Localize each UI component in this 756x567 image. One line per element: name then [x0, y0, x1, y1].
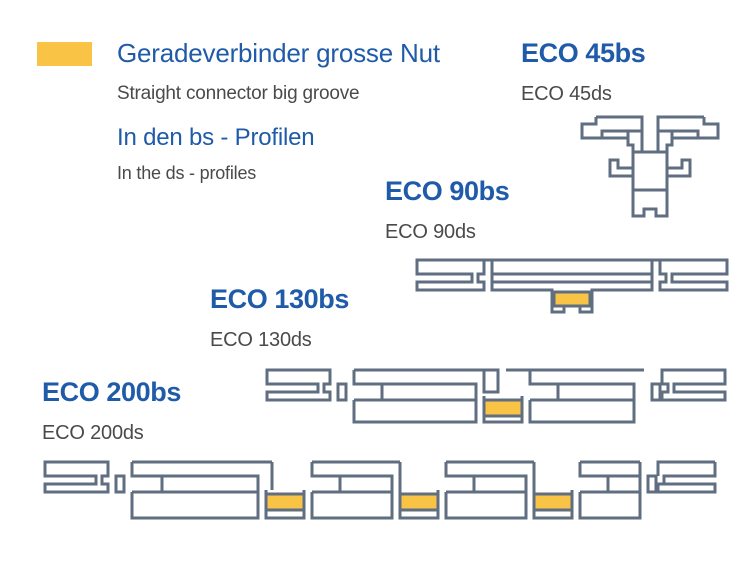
profile-subtitle-eco-130ds: ECO 130ds — [210, 329, 312, 351]
profile-drawing-eco-90bs — [412, 252, 732, 322]
legend-title-english: Straight connector big groove — [117, 83, 360, 104]
profile-title-eco-45bs: ECO 45bs — [521, 38, 646, 68]
legend-title-german: Geradeverbinder grosse Nut — [117, 38, 440, 68]
profile-title-eco-200bs: ECO 200bs — [42, 377, 181, 407]
legend-scope-english: In the ds - profiles — [117, 163, 257, 183]
profile-subtitle-eco-90ds: ECO 90ds — [385, 221, 476, 243]
profile-title-eco-90bs: ECO 90bs — [385, 176, 510, 206]
legend-scope-german: In den bs - Profilen — [117, 124, 315, 151]
legend-color-swatch — [37, 42, 92, 66]
profile-title-eco-130bs: ECO 130bs — [210, 284, 349, 314]
profile-drawing-eco-200bs — [40, 452, 720, 532]
profile-subtitle-eco-45ds: ECO 45ds — [521, 83, 612, 105]
profile-drawing-eco-45bs — [572, 112, 728, 222]
profile-subtitle-eco-200ds: ECO 200ds — [42, 422, 144, 444]
profile-drawing-eco-130bs — [262, 362, 730, 438]
profile-drawing-eco-45bs-detail — [572, 112, 728, 222]
